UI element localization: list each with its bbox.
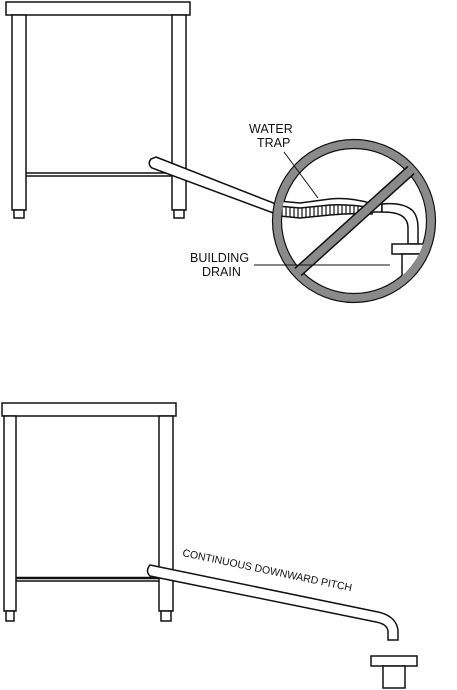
trap-label: TRAP <box>257 136 290 150</box>
drain-label: DRAIN <box>202 265 241 279</box>
water-label: WATER <box>249 122 293 136</box>
top-table <box>6 2 190 218</box>
top-drain-pipe <box>149 157 276 214</box>
bottom-table <box>2 403 176 621</box>
building-label: BUILDING <box>190 251 249 265</box>
bottom-building-drain <box>371 656 417 688</box>
